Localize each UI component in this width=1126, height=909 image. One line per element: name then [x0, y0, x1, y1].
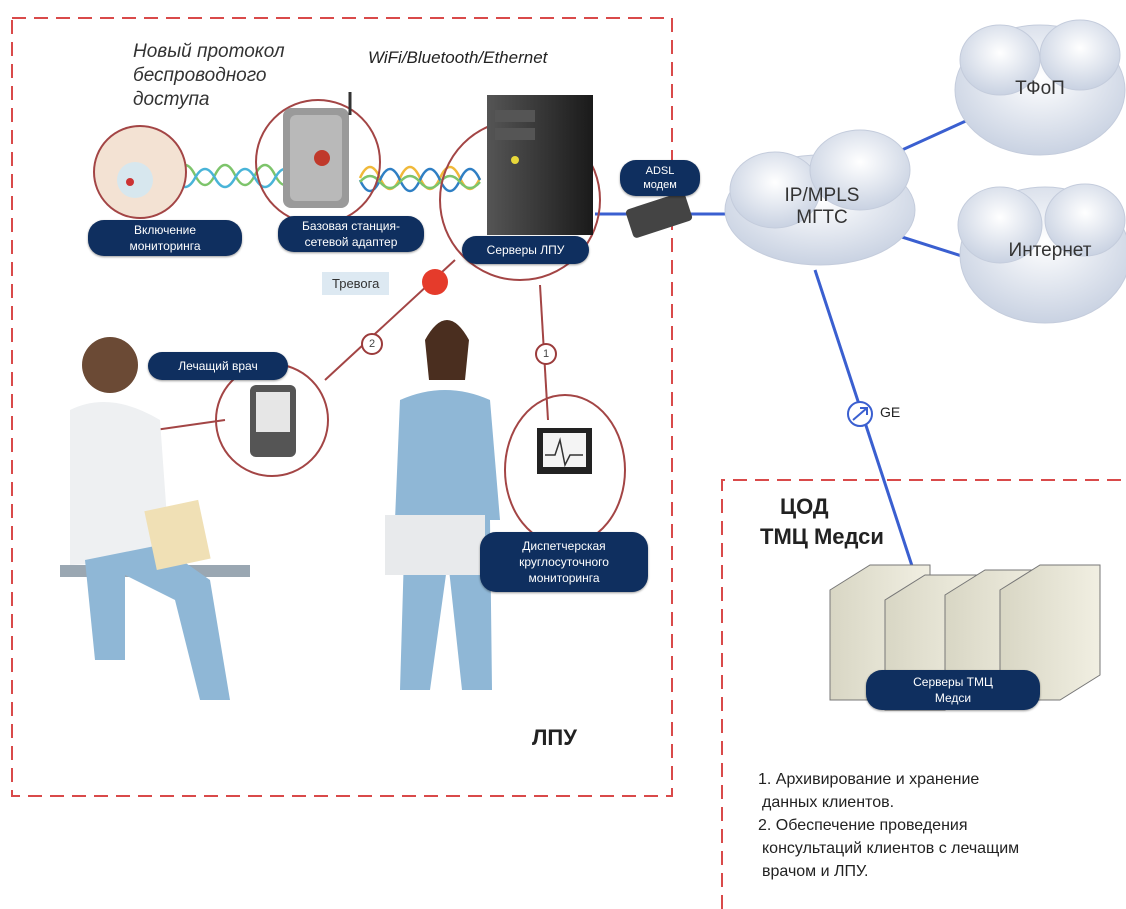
data-center-notes: 1. Архивирование и хранение данных клиен… — [758, 771, 1020, 880]
doctor-figure — [60, 337, 250, 700]
new-protocol-label: Новый протокол беспроводного доступа — [133, 41, 285, 110]
internet-cloud-label: Интернет — [1008, 240, 1092, 261]
lpu-servers-pill: Серверы ЛПУ — [462, 236, 589, 264]
cloud-pstn — [954, 19, 1126, 156]
monitoring-on-pill: Включение мониторинга — [88, 220, 242, 256]
step-2-badge: 2 — [361, 333, 383, 355]
dc-zone-border — [721, 479, 1126, 909]
mpls-cloud-label: IP/MPLS МГТС — [784, 185, 860, 228]
data-center-title: ЦОД ТМЦ Медси — [760, 494, 884, 549]
dispatch-pill: Диспетчерская круглосуточного мониторинг… — [480, 532, 648, 592]
adsl-modem-icon — [625, 192, 693, 238]
step-1-badge: 1 — [535, 343, 557, 365]
lpu-zone-border — [11, 17, 673, 797]
alarm-light-icon — [422, 269, 448, 295]
ge-label: GE — [880, 404, 901, 420]
wireless-waves — [173, 163, 482, 193]
tmc-servers-pill: Серверы ТМЦ Медси — [866, 670, 1040, 710]
lpu-zone-title: ЛПУ — [532, 725, 577, 750]
adsl-modem-pill: ADSL модем — [620, 160, 700, 196]
wireless-protocols-label: WiFi/Bluetooth/Ethernet — [368, 48, 548, 67]
nurse-figure — [395, 320, 500, 690]
cloud-mpls — [724, 129, 916, 266]
pstn-cloud-label: ТФоП — [1015, 78, 1065, 99]
attending-doctor-pill: Лечащий врач — [148, 352, 288, 380]
desk — [385, 515, 485, 575]
base-station-pill: Базовая станция- сетевой адаптер — [278, 216, 424, 252]
cloud-internet — [957, 183, 1126, 324]
alarm-label: Тревога — [322, 272, 390, 295]
